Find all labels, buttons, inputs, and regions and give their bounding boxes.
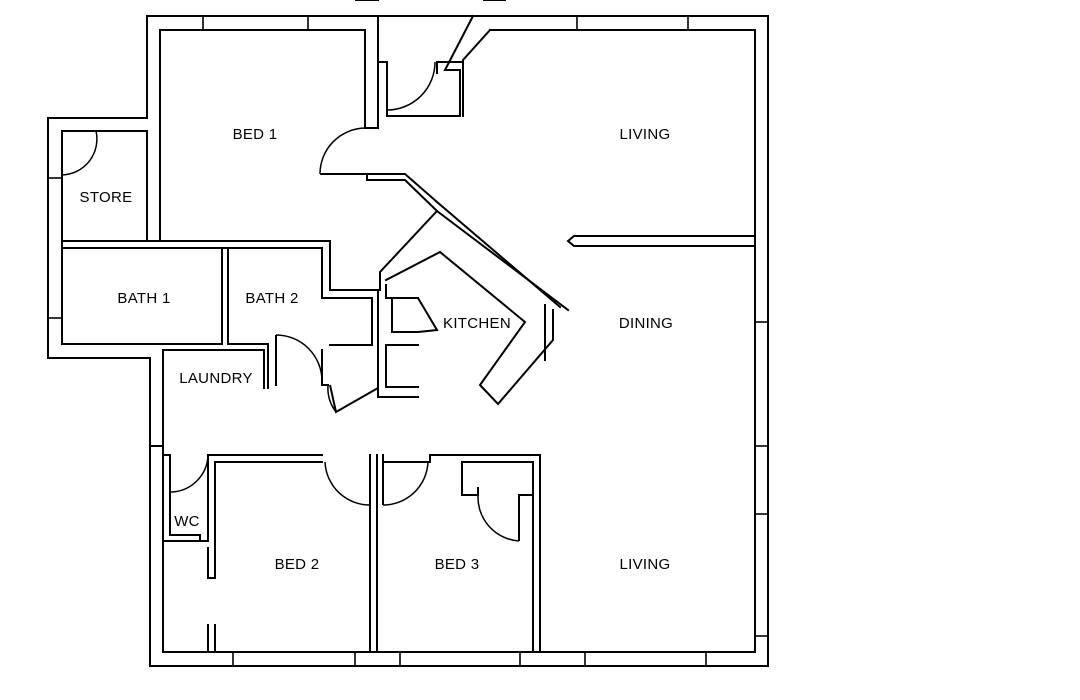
laundry-cupboard-swing bbox=[327, 384, 337, 413]
room-label-bath1: BATH 1 bbox=[117, 290, 170, 307]
room-label-laundry: LAUNDRY bbox=[179, 370, 253, 387]
bed1-door-swing bbox=[319, 127, 366, 175]
entry-angle-outer bbox=[377, 14, 475, 117]
robe-door-swing bbox=[477, 494, 520, 542]
hall-diagonal-upper bbox=[366, 173, 570, 312]
living-dining-wall bbox=[566, 235, 756, 247]
kitchen-bench bbox=[384, 250, 554, 406]
kitchen-cabinet-top bbox=[385, 284, 419, 299]
doors bbox=[47, 61, 520, 542]
bed2-bed3-wall bbox=[369, 454, 378, 653]
bed3-door-swing bbox=[382, 461, 429, 506]
bath2-walls bbox=[227, 247, 269, 389]
room-label-bed1: BED 1 bbox=[233, 126, 278, 143]
lower-walls bbox=[149, 349, 541, 653]
bed2-door-swing bbox=[324, 461, 371, 506]
room-label-bed3: BED 3 bbox=[435, 556, 480, 573]
bed1-walls bbox=[221, 61, 570, 398]
kitchen-cabinet-bottom bbox=[385, 344, 419, 388]
inner-wall-top bbox=[159, 29, 366, 131]
room-label-living-bottom: LIVING bbox=[620, 556, 671, 573]
wc-door-swing bbox=[169, 454, 209, 493]
room-label-kitchen: KITCHEN bbox=[443, 315, 511, 332]
store-door-swing bbox=[61, 130, 98, 176]
wc-inner bbox=[169, 491, 201, 542]
bath2-door-swing bbox=[275, 334, 323, 382]
inner-wall-right bbox=[162, 29, 756, 653]
outer-wall-top-right bbox=[149, 15, 769, 667]
bath1-walls bbox=[61, 174, 223, 345]
bath2-right-wall bbox=[329, 240, 419, 398]
bed2-left-wall bbox=[207, 461, 216, 579]
room-label-store: STORE bbox=[80, 189, 133, 206]
left-wing-walls bbox=[47, 117, 331, 359]
pantry-door[interactable] bbox=[417, 297, 439, 333]
kitchen-pantry bbox=[391, 297, 419, 333]
store-bottom-wall bbox=[61, 129, 161, 242]
left-outer-wall bbox=[47, 174, 151, 359]
room-labels: BED 1 LIVING STORE BATH 1 BATH 2 KITCHEN… bbox=[80, 126, 673, 573]
bed3-top-right bbox=[429, 454, 541, 653]
bed2-left-stub bbox=[207, 624, 216, 653]
room-label-wc: WC bbox=[174, 513, 200, 530]
outer-wall-top-left bbox=[146, 15, 328, 119]
room-label-living-top: LIVING bbox=[620, 126, 671, 143]
store-top-wall bbox=[47, 117, 148, 132]
bed1-right-upper bbox=[364, 61, 379, 129]
bath2-inner-right bbox=[321, 247, 373, 346]
hall-diagonal-top bbox=[366, 173, 439, 204]
laundry-right-wall bbox=[321, 349, 329, 386]
outer-wall-outline bbox=[146, 15, 328, 119]
kitchen-left-diagonal bbox=[379, 209, 439, 291]
living-divider bbox=[566, 235, 756, 247]
store-inner-top bbox=[61, 130, 148, 242]
bed3-robe bbox=[461, 461, 479, 496]
hall-diagonal-outer bbox=[435, 200, 562, 309]
wc-door-jamb bbox=[162, 454, 171, 493]
bed3-top-left bbox=[382, 454, 431, 463]
room-label-bed2: BED 2 bbox=[275, 556, 320, 573]
kitchen-walls bbox=[379, 209, 554, 406]
room-label-dining: DINING bbox=[619, 315, 673, 332]
laundry-cupboard-door[interactable] bbox=[329, 384, 379, 414]
entry-door-swing bbox=[386, 61, 436, 111]
laundry-top-wall bbox=[162, 349, 265, 389]
entry-angle-inner bbox=[462, 28, 492, 117]
room-label-bath2: BATH 2 bbox=[245, 290, 298, 307]
outer-walls bbox=[48, 0, 769, 667]
window-ticks bbox=[48, 16, 768, 666]
